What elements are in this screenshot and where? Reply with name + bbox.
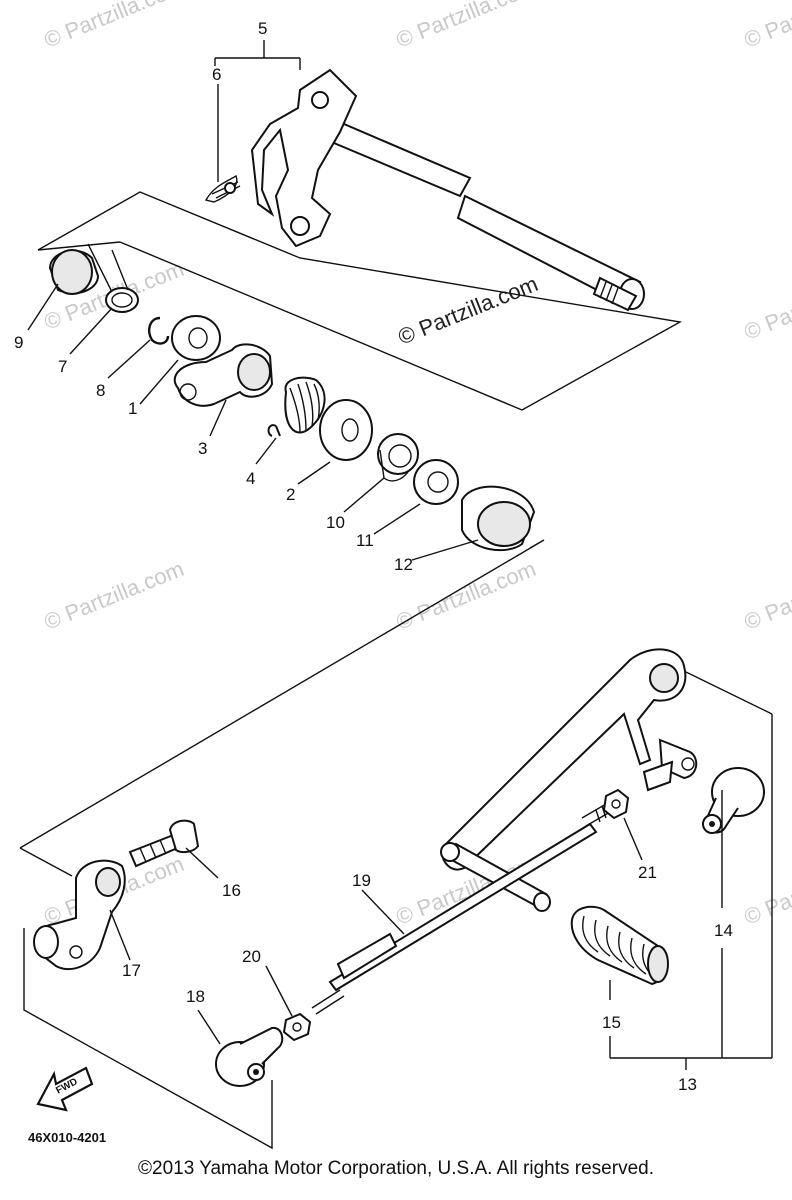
shift-arm xyxy=(250,68,358,248)
pedal-joint xyxy=(642,738,698,792)
fwd-arrow-icon: FWD xyxy=(36,1066,94,1112)
small-clip xyxy=(267,424,281,437)
circlip xyxy=(148,316,170,345)
watermark-text: © Partzilla.com xyxy=(741,266,792,345)
callout-14: 14 xyxy=(714,921,733,940)
small-spring xyxy=(204,174,241,203)
leader-lines-upper xyxy=(27,40,479,561)
callout-16: 16 xyxy=(222,881,241,900)
watermark-text: © Partzilla.com xyxy=(41,0,188,53)
lower-group-outline-top xyxy=(37,241,121,251)
tie-rod xyxy=(311,803,611,1015)
watermark-center-text: © Partzilla.com xyxy=(395,271,542,350)
callout-18: 18 xyxy=(186,987,205,1006)
watermark-text: © Partzilla.com xyxy=(41,556,188,635)
lower-group-outline xyxy=(19,539,545,849)
lower-left-bracket xyxy=(23,928,273,1150)
callout-8: 8 xyxy=(96,381,105,400)
bolt xyxy=(128,819,200,868)
callout-12: 12 xyxy=(394,555,413,574)
watermark-text: © Partzilla.com xyxy=(741,556,792,635)
nut-21 xyxy=(602,788,630,820)
ball-joint xyxy=(702,767,765,834)
leader-lines-lower xyxy=(109,671,773,1070)
upper-group-outline xyxy=(37,191,683,411)
copyright-notice: ©2013 Yamaha Motor Corporation, U.S.A. A… xyxy=(138,1158,654,1179)
callout-5: 5 xyxy=(258,19,267,38)
callout-numbers: 5 6 9 7 8 1 3 4 2 10 11 12 19 21 16 17 1… xyxy=(14,19,733,1094)
callout-1: 1 xyxy=(128,399,137,418)
callout-11: 11 xyxy=(356,531,374,550)
lower-left-outline xyxy=(19,847,73,877)
diagram-code: 46X010-4201 xyxy=(28,1130,106,1145)
callout-13: 13 xyxy=(678,1075,697,1094)
rod-end xyxy=(215,1026,284,1087)
shift-shaft xyxy=(320,116,645,312)
watermark-text: © Partzilla.com xyxy=(741,0,792,53)
coil-spring xyxy=(284,376,326,434)
watermark-text: © Partzilla.com xyxy=(393,0,540,53)
callout-2: 2 xyxy=(286,485,295,504)
callout-21: 21 xyxy=(638,863,657,882)
washer-1 xyxy=(171,315,221,361)
collar xyxy=(48,249,100,295)
callout-7: 7 xyxy=(58,357,67,376)
bearing xyxy=(377,433,419,482)
shift-pedal xyxy=(440,648,687,912)
callout-9: 9 xyxy=(14,333,23,352)
callout-17: 17 xyxy=(122,961,141,980)
large-collar xyxy=(461,485,536,552)
pedal-rubber xyxy=(570,905,669,986)
watermark-text: © Partzilla.com xyxy=(741,851,792,930)
callout-3: 3 xyxy=(198,439,207,458)
torsion-spring xyxy=(87,243,139,313)
callout-6: 6 xyxy=(212,65,221,84)
callout-4: 4 xyxy=(246,469,255,488)
watermarks: © Partzilla.com © Partzilla.com © Partzi… xyxy=(41,0,792,930)
shift-lever-arm xyxy=(173,343,274,407)
washer-2 xyxy=(319,399,373,461)
callout-10: 10 xyxy=(326,513,345,532)
callout-19: 19 xyxy=(352,871,371,890)
washer-11 xyxy=(413,459,459,505)
nut-20 xyxy=(282,1012,312,1042)
callout-20: 20 xyxy=(242,947,261,966)
callout-15: 15 xyxy=(602,1013,621,1032)
watermark-text: © Partzilla.com xyxy=(393,556,540,635)
lower-shift-arm xyxy=(33,859,126,971)
